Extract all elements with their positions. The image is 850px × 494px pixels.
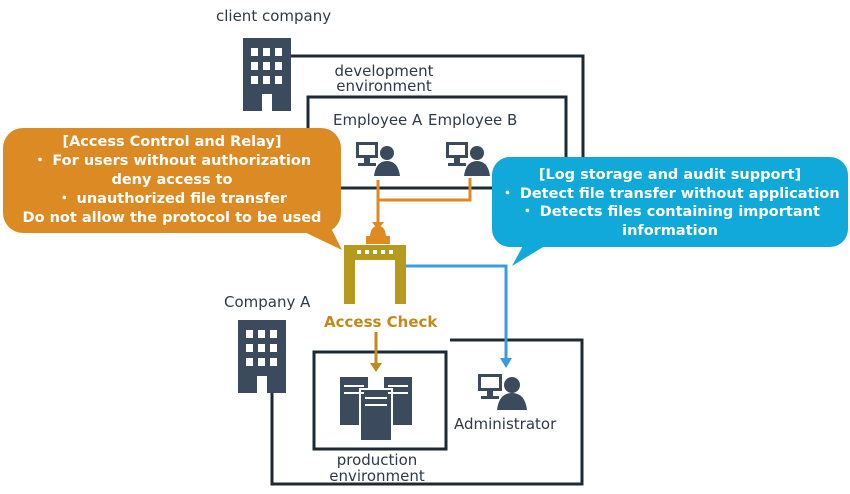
- building-icon-company-a: [238, 320, 286, 393]
- development-environment-label: development environment: [330, 64, 438, 94]
- log-storage-callout-text: [Log storage and audit support] ・ Detect…: [492, 166, 848, 240]
- production-label-line1: production: [336, 451, 418, 469]
- log-callout-line: ・ Detects files containing important: [520, 204, 820, 220]
- workstation-icon-employee-a: [356, 142, 400, 176]
- access-callout-line: ・ For users without authorization: [32, 153, 312, 169]
- arrow-to-administrator: [500, 358, 512, 368]
- log-callout-line: information: [622, 222, 718, 239]
- workstation-icon-administrator: [478, 374, 527, 410]
- log-callout-line: [Log storage and audit support]: [538, 167, 802, 183]
- development-label-line1: development: [334, 62, 434, 80]
- access-callout-line: deny access to: [111, 172, 233, 188]
- administrator-label: Administrator: [454, 415, 557, 433]
- arrow-to-production: [370, 363, 382, 372]
- log-callout-line: ・ Detect file transfer without applicati…: [500, 185, 840, 202]
- workstation-icon-employee-b: [446, 142, 490, 176]
- production-environment-label: production environment: [322, 452, 432, 484]
- production-label-line2: environment: [329, 467, 425, 485]
- building-icon-client: [243, 38, 291, 111]
- access-callout-line: Do not allow the protocol to be used: [22, 210, 322, 226]
- company-a-label: Company A: [224, 293, 311, 311]
- access-check-gate-icon: [344, 226, 406, 304]
- server-icon: [340, 377, 412, 442]
- access-check-label: Access Check: [324, 313, 438, 331]
- log-storage-callout: [492, 157, 848, 266]
- access-control-callout-text: [Access Control and Relay] ・ For users w…: [3, 133, 341, 228]
- access-callout-line: ・ unauthorized file transfer: [56, 191, 288, 207]
- audit-path-line: [406, 264, 508, 358]
- client-company-boundary: [272, 54, 585, 183]
- production-environment-box: [312, 350, 448, 451]
- access-callout-line: [Access Control and Relay]: [62, 134, 282, 150]
- client-company-label: client company: [216, 7, 332, 25]
- company-a-boundary: [270, 338, 584, 486]
- employee-b-label: Employee B: [428, 111, 518, 129]
- employee-a-label: Employee A: [333, 111, 423, 129]
- access-control-callout: [3, 128, 342, 250]
- development-label-line2: environment: [336, 77, 432, 95]
- access-path-lines: [376, 178, 472, 222]
